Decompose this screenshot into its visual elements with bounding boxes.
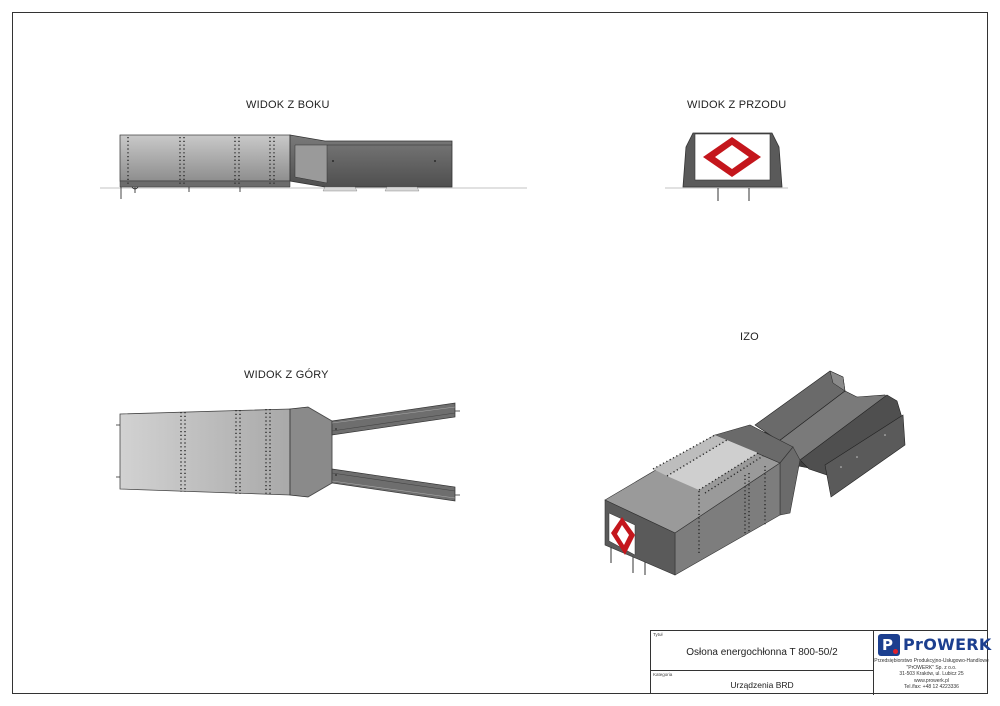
company-cell: P PrOWERK Przedsiębiorstwo Produkcyjno-U… [873,631,991,695]
drawing-frame [12,12,988,694]
top-view-title: WIDOK Z GÓRY [244,369,329,381]
prowerk-logo: P PrOWERK [878,634,991,656]
front-view-drawing [665,132,788,201]
prowerk-logo-text: PrOWERK [903,635,992,654]
title-label: Tytuł [653,632,663,637]
drawing-category: Urządzenia BRD [730,680,794,690]
drawing-title: Osłona energochłonna T 800-50/2 [686,647,838,658]
company-address: Przedsiębiorstwo Produkcyjno-Usługowo-Ha… [874,658,989,691]
top-view-drawing [116,402,460,502]
category-cell: Kategoria Urządzenia BRD [651,671,873,695]
title-cell: Tytuł Osłona energochłonna T 800-50/2 [651,631,873,671]
title-block: Tytuł Osłona energochłonna T 800-50/2 Ka… [650,630,991,695]
front-view-title: WIDOK Z PRZODU [687,99,787,111]
side-view-drawing [100,134,527,199]
iso-view-title: IZO [740,331,759,343]
category-label: Kategoria [653,672,673,677]
iso-view-drawing [604,370,906,576]
prowerk-logo-icon: P [878,634,900,656]
side-view-title: WIDOK Z BOKU [246,99,330,111]
